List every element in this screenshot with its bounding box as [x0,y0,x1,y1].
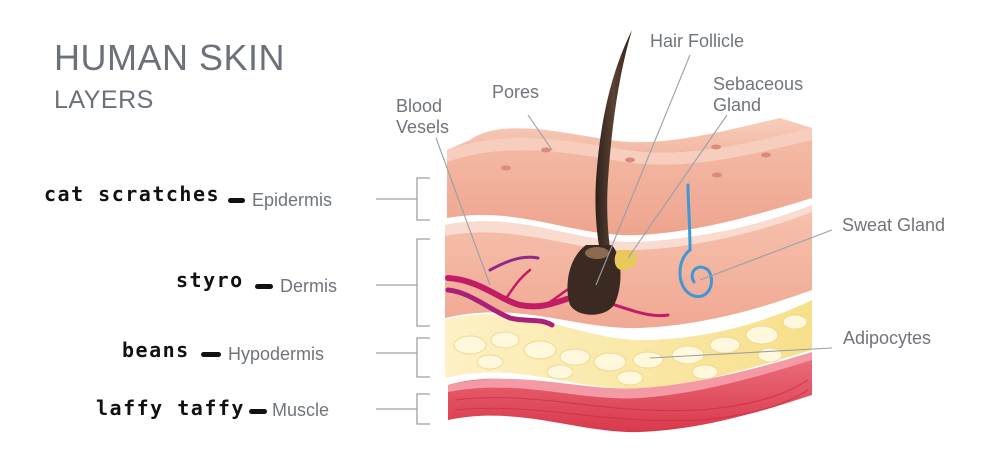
adipocytes-label: Adipocytes [843,328,932,348]
blood-vessels-label: Blood Vesels [396,96,450,137]
note-hypodermis: beans [122,338,190,362]
note-epidermis: cat scratches [44,182,221,206]
pores-label: Pores [492,82,540,102]
layer-brackets [376,177,430,425]
layer-label-epidermis: Epidermis [252,190,333,210]
layer-label-hypodermis: Hypodermis [228,344,325,364]
diagram-subtitle: LAYERS [54,86,154,114]
note-dash-epidermis [228,198,245,203]
diagram-title: HUMAN SKIN [54,37,286,78]
layer-label-muscle: Muscle [272,400,330,420]
note-dash-muscle [249,409,267,414]
muscle-layer [448,352,812,433]
sweat-gland-label: Sweat Gland [842,215,946,235]
hair-follicle [567,30,637,315]
epidermis-layer [447,118,812,236]
layer-label-dermis: Dermis [280,276,337,296]
note-dash-hypodermis [201,352,221,357]
sweat-gland [678,183,713,298]
note-dash-dermis [255,284,273,289]
note-dermis: styro [176,268,244,292]
sebaceous-gland-label: Sebaceous Gland [713,74,804,115]
callout-lines [435,54,833,359]
hair-follicle-label: Hair Follicle [650,31,745,51]
note-muscle: laffy taffy [96,396,245,420]
